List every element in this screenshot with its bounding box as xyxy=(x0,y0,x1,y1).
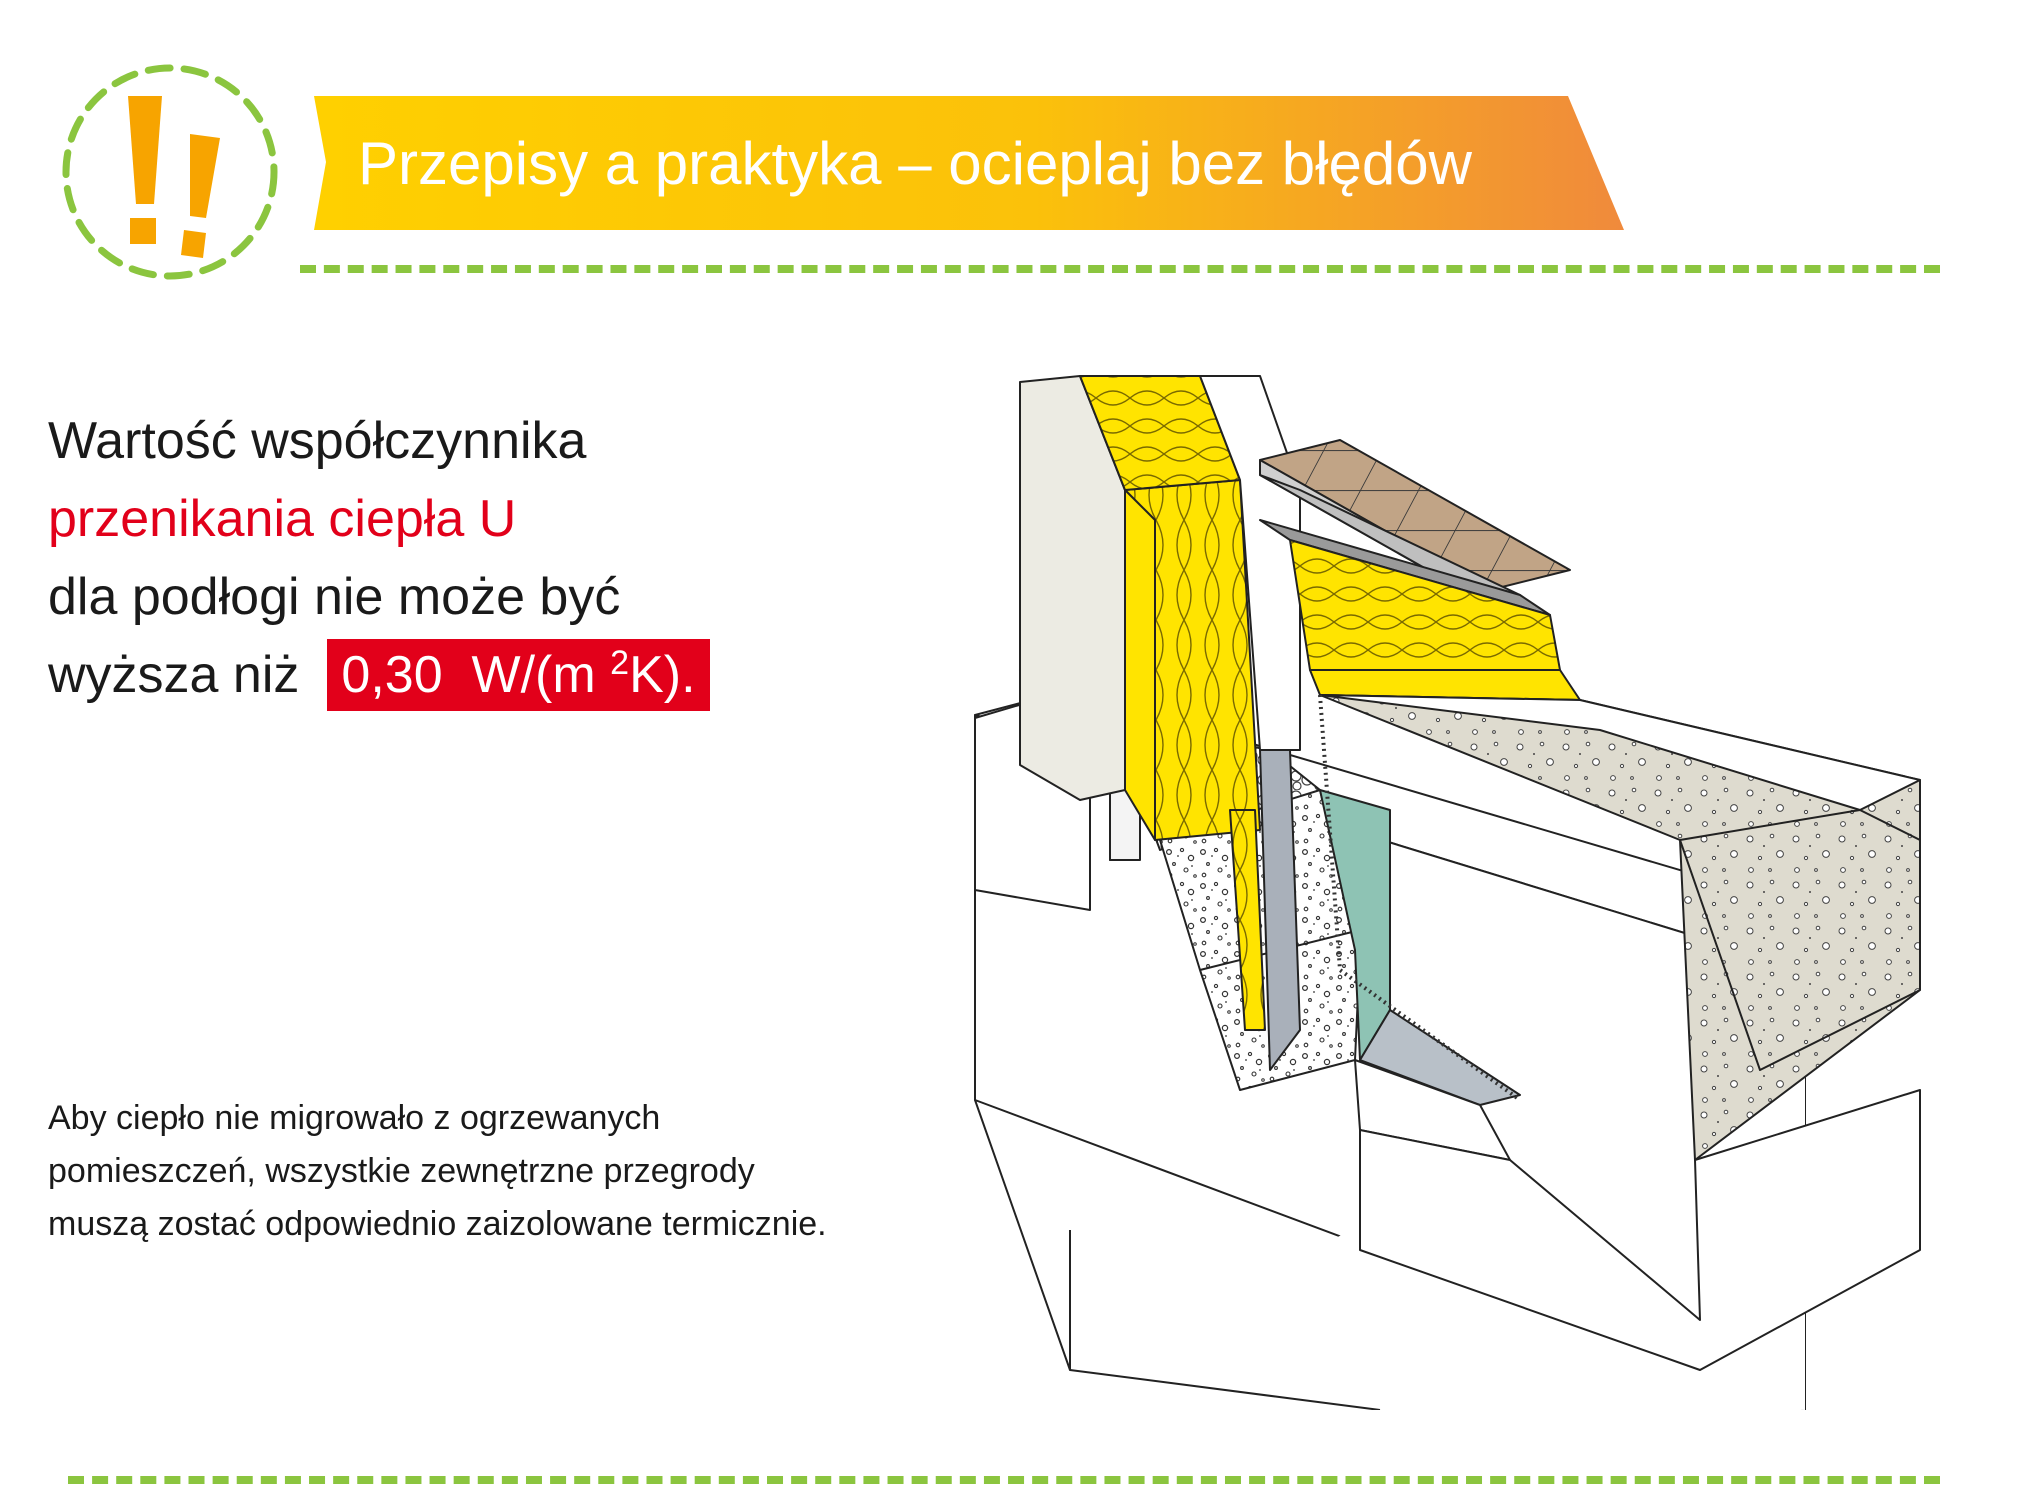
u-value-unit-pre: W/(m xyxy=(471,646,596,704)
floor-insulation-diagram xyxy=(974,375,1921,1410)
headline: Wartość współczynnika przenikania ciepła… xyxy=(48,402,808,714)
headline-line-2: przenikania ciepła U xyxy=(48,490,517,548)
u-value-number: 0,30 xyxy=(341,646,443,704)
title-banner xyxy=(314,96,1624,230)
divider-bottom xyxy=(68,1476,1940,1484)
divider-top xyxy=(300,265,1940,273)
exclamation-badge xyxy=(62,64,278,280)
double-exclamation-icon xyxy=(128,96,220,258)
u-value-unit-post: K). xyxy=(629,646,696,704)
u-value-badge: 0,30 W/(m 2K). xyxy=(327,639,710,711)
u-value-unit-sup: 2 xyxy=(610,644,630,682)
damp-proof-course xyxy=(1259,749,1301,1071)
headline-line-3: dla podłogi nie może być xyxy=(48,568,621,626)
headline-line-4: wyższa niż 0,30 W/(m 2K). xyxy=(48,636,808,714)
note-paragraph: Aby ciepło nie migrowało z ogrzewanych p… xyxy=(48,1099,827,1243)
headline-prefix: wyższa niż xyxy=(48,646,300,704)
page-title: Przepisy a praktyka – ocieplaj bez błędó… xyxy=(358,130,1472,197)
footing xyxy=(1359,1089,1921,1371)
headline-line-1: Wartość współczynnika xyxy=(48,412,587,470)
